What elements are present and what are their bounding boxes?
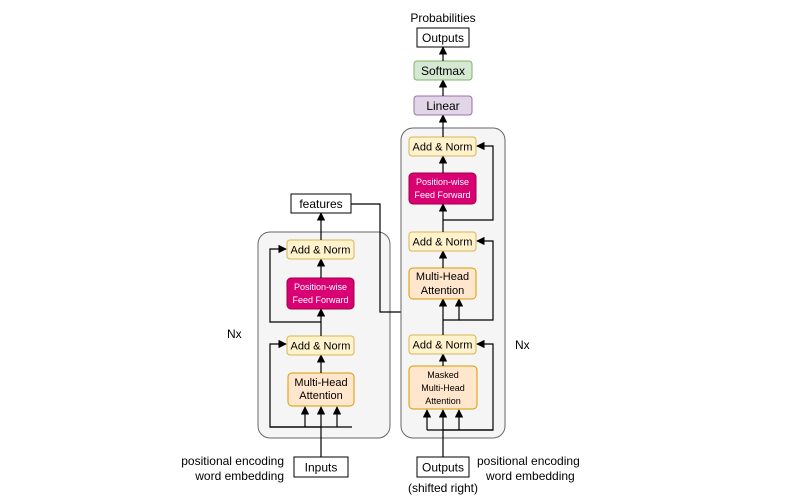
linear-label: Linear <box>426 99 459 113</box>
encoder-ffn-line1: Position-wise <box>294 282 347 292</box>
decoder-addnorm-3-label: Add & Norm <box>413 142 473 154</box>
decoder-ffn-line1: Position-wise <box>416 177 469 187</box>
decoder-residual-1 <box>443 339 494 431</box>
decoder-addnorm-2-label: Add & Norm <box>413 237 473 249</box>
head-outputs-box <box>416 27 470 48</box>
decoder-outputs-label: Outputs <box>422 461 464 475</box>
decoder-shifted-caption: (shifted right) <box>408 481 478 495</box>
encoder-inputs-label: Inputs <box>305 461 338 475</box>
decoder-ffn-line2: Feed Forward <box>414 190 470 200</box>
decoder-input-caption-line1: positional encoding <box>477 454 580 468</box>
decoder-masked-line3: Attention <box>425 396 461 406</box>
encoder-input-caption-line1: positional encoding <box>181 454 284 468</box>
encoder-repeat-label: Nx <box>227 327 242 341</box>
encoder-ffn-line2: Feed Forward <box>292 295 348 305</box>
features-label: features <box>299 197 342 211</box>
encoder-residual-1 <box>269 339 321 428</box>
encoder-addnorm-1-label: Add & Norm <box>291 341 351 353</box>
encoder-mha-line1: Multi-Head <box>294 377 347 389</box>
decoder-masked-line1: Masked <box>427 370 459 380</box>
head-outputs-label: Outputs <box>422 31 464 45</box>
decoder-mha-line1: Multi-Head <box>416 271 469 283</box>
decoder-masked-line2: Multi-Head <box>421 383 465 393</box>
encoder-residual-2 <box>269 244 321 323</box>
encoder-stack <box>257 231 391 439</box>
encoder-addnorm-2-label: Add & Norm <box>291 245 351 257</box>
decoder-repeat-label: Nx <box>515 338 530 352</box>
probabilities-label: Probabilities <box>410 11 475 25</box>
decoder-mha-line2: Attention <box>421 285 464 297</box>
decoder-input-caption-line2: word embedding <box>485 469 575 483</box>
decoder-residual-3 <box>443 141 494 221</box>
decoder-residual-2 <box>459 236 494 321</box>
softmax-label: Softmax <box>421 64 465 78</box>
decoder-addnorm-1-label: Add & Norm <box>413 340 473 352</box>
encoder-mha-line2: Attention <box>299 390 342 402</box>
encoder-input-caption-line2: word embedding <box>194 469 284 483</box>
